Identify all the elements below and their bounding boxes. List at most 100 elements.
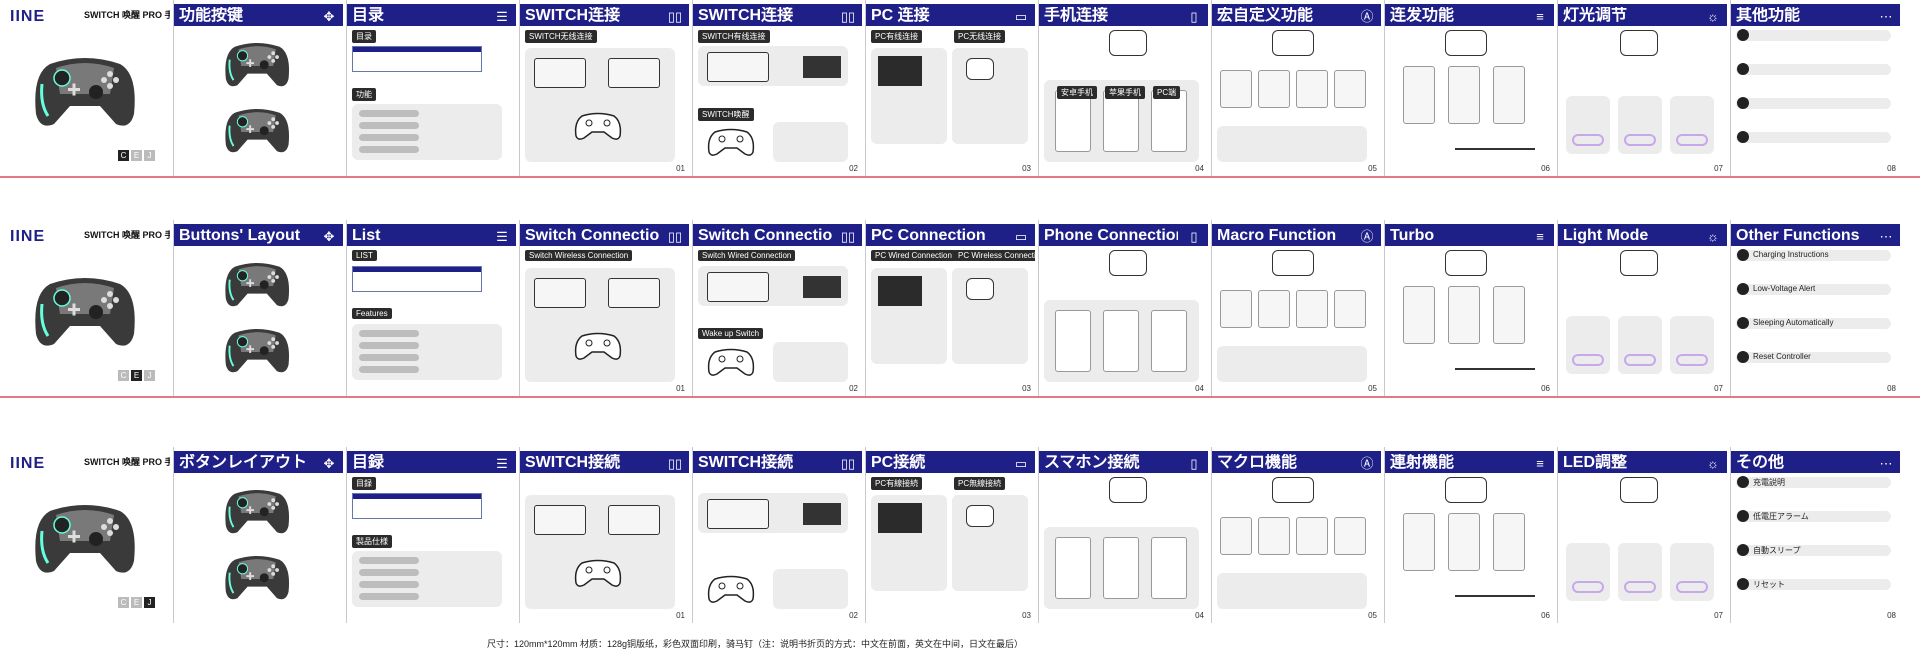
feature-bar: [359, 342, 419, 349]
page-title: PC 连接: [871, 7, 930, 24]
page-number: 04: [1195, 611, 1204, 620]
page-title: PC Connection: [871, 227, 986, 244]
page-title: 灯光调节: [1563, 7, 1628, 24]
hand-illustration: [1272, 30, 1314, 56]
language-tag: J: [144, 597, 155, 608]
hand-illustration: [1445, 477, 1487, 503]
controller-image: [30, 44, 140, 134]
page-number: 02: [849, 611, 858, 620]
manual-page: 其他功能⋯ 08: [1730, 0, 1900, 176]
page-title: 目录: [352, 7, 385, 24]
switch-icon: ▯▯: [667, 9, 683, 24]
section-label: Features: [352, 308, 392, 319]
section-label: SWITCH唤醒: [698, 108, 754, 121]
turbo-icon: ≡: [1536, 229, 1544, 244]
hand-illustration: [1109, 477, 1147, 503]
manual-page: 連射機能≡06: [1384, 447, 1554, 623]
manual-page: Phone Connection▯04: [1038, 220, 1208, 396]
controller-image: [30, 264, 140, 354]
manual-page: ボタンレイアウト✥: [173, 447, 343, 623]
hand-illustration: [966, 505, 994, 527]
page-header-band: 手机连接▯: [1039, 4, 1208, 26]
page-header-band: LED調整☼: [1558, 451, 1727, 473]
illustration-box: [1217, 573, 1367, 609]
phone-screen: [1103, 537, 1139, 599]
controller-diagram: [574, 110, 622, 142]
hand-illustration: [1272, 250, 1314, 276]
switch-screen: [608, 278, 660, 308]
controller-diagram: [574, 330, 622, 362]
macro-step-card: [1258, 517, 1290, 555]
macro-step-card: [1296, 70, 1328, 108]
page-title: ボタンレイアウト: [179, 454, 308, 471]
turbo-speed-bar: [1455, 368, 1535, 370]
controller-back-diagram: [214, 320, 300, 378]
info-icon: [1737, 249, 1749, 261]
section-label: SWITCH无线连接: [525, 30, 597, 43]
more-icon: ⋯: [1879, 229, 1893, 244]
phone-icon: ▯: [1190, 229, 1198, 244]
page-header-band: Light Mode☼: [1558, 224, 1727, 246]
language-tag: E: [131, 597, 142, 608]
turbo-step-card: [1403, 513, 1435, 571]
phone-screen: [1103, 90, 1139, 152]
phone-screen: [1055, 90, 1091, 152]
illustration-box: [1217, 126, 1367, 162]
switch-dock: [803, 503, 841, 525]
page-header-band: PC接続▭: [866, 451, 1035, 473]
section-header-bar: [1736, 545, 1891, 556]
section-label: Switch Wireless Connection: [525, 250, 633, 261]
page-title: SWITCH连接: [698, 7, 794, 24]
page-number: 04: [1195, 384, 1204, 393]
section-header-bar: [1736, 30, 1891, 41]
turbo-icon: ≡: [1536, 456, 1544, 471]
manual-page: SWITCH接続▯▯01: [519, 447, 689, 623]
page-header-band: 灯光调节 ☼: [1558, 4, 1727, 26]
page-number: 08: [1887, 164, 1896, 173]
led-ring: [1676, 354, 1708, 366]
section-label: 目录: [352, 30, 376, 43]
macro-step-card: [1296, 517, 1328, 555]
led-ring: [1572, 581, 1604, 593]
page-title: PC接続: [871, 454, 926, 471]
page-header-band: PC Connection▭: [866, 224, 1035, 246]
page-number: 07: [1714, 384, 1723, 393]
section-header-bar: [1736, 352, 1891, 363]
language-tag: E: [131, 370, 142, 381]
section-header-text: Low-Voltage Alert: [1753, 284, 1816, 293]
sun-icon: ☼: [1707, 9, 1719, 24]
list-icon: ☰: [496, 229, 508, 244]
page-title: Light Mode: [1563, 227, 1649, 244]
led-ring: [1624, 581, 1656, 593]
section-header-bar: [1736, 250, 1891, 261]
page-number: 01: [676, 164, 685, 173]
cover-title: SWITCH 唤醒 PRO 手柄: [84, 230, 170, 240]
led-ring: [1572, 354, 1604, 366]
more-icon: ⋯: [1879, 9, 1893, 24]
language-tag: J: [144, 370, 155, 381]
switch-screen: [534, 278, 586, 308]
info-icon: [1737, 97, 1749, 109]
turbo-icon: ≡: [1536, 9, 1544, 24]
turbo-speed-bar: [1455, 595, 1535, 597]
controller-top-diagram: [214, 34, 300, 92]
hand-illustration: [1109, 250, 1147, 276]
switch-screen: [707, 272, 769, 302]
row-divider: [0, 396, 1920, 398]
brand-logo: IINE: [10, 8, 46, 25]
feature-bar: [359, 557, 419, 564]
feature-bar: [359, 569, 419, 576]
page-title: 連射機能: [1390, 454, 1455, 471]
page-title: SWITCH接続: [698, 454, 794, 471]
switch-icon: ▯▯: [840, 229, 856, 244]
page-header-band: 其他功能⋯: [1731, 4, 1900, 26]
turbo-step-card: [1493, 66, 1525, 124]
contents-table: [352, 493, 482, 519]
info-icon: [1737, 578, 1749, 590]
ab-icon: Ⓐ: [1360, 229, 1374, 244]
